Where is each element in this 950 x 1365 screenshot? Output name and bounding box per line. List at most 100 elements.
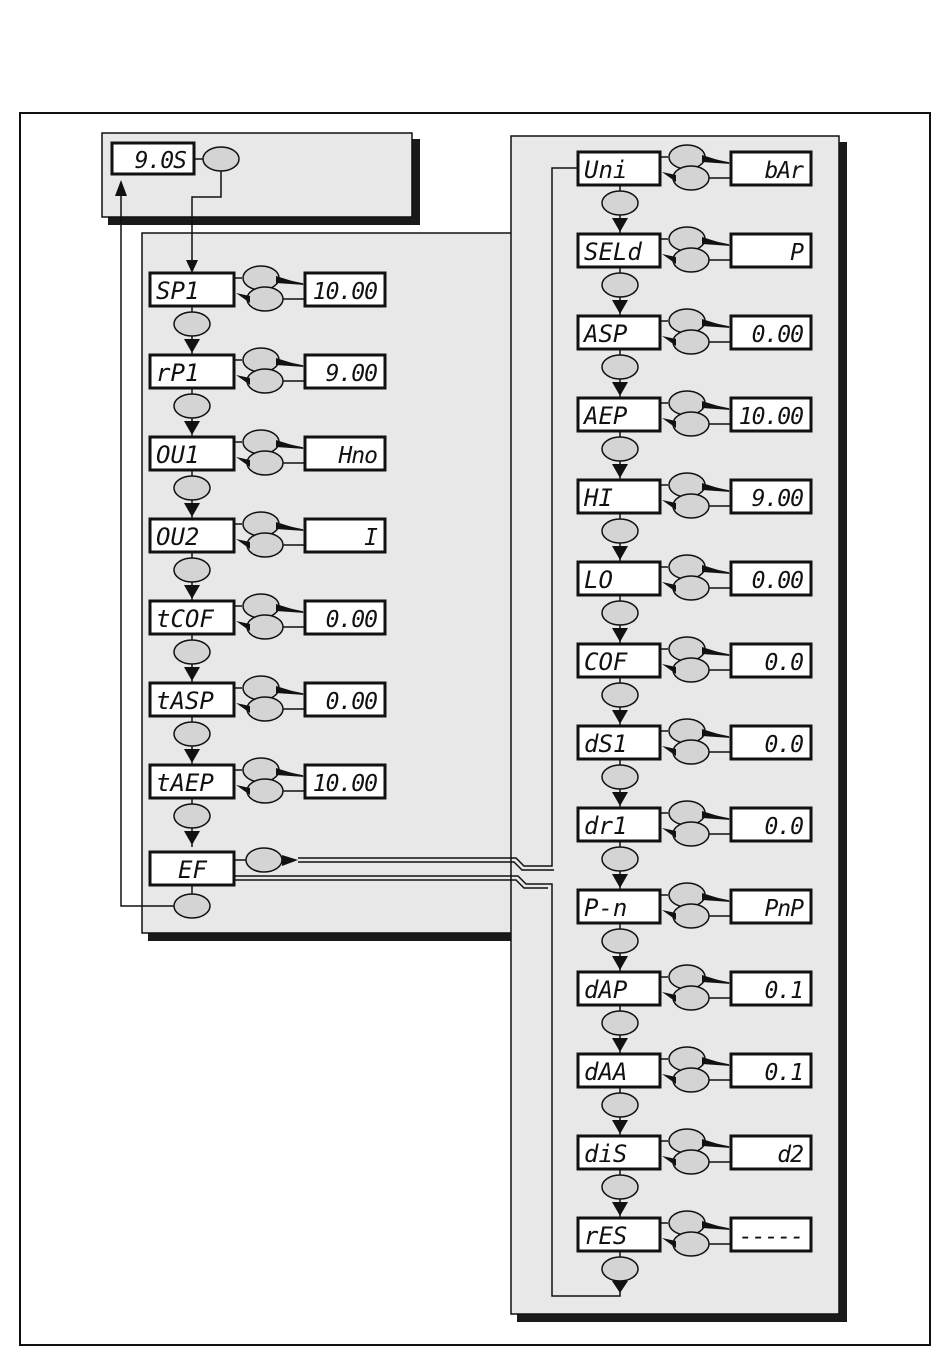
mode-button[interactable] [602,519,638,543]
set-button[interactable] [669,1047,705,1071]
set-button[interactable] [243,676,279,700]
parameter-code: tASP [156,687,214,715]
mode-button[interactable] [174,476,210,500]
set-button[interactable] [673,166,709,190]
set-button[interactable] [243,266,279,290]
parameter-value: bAr [764,158,804,184]
parameter-value: 10.00 [739,404,803,430]
parameter-code: ASP [582,320,628,348]
parameter-value: I [364,525,378,551]
set-button[interactable] [243,430,279,454]
parameter-code: dS1 [584,730,627,758]
set-button[interactable] [669,555,705,579]
mode-button[interactable] [602,355,638,379]
mode-button[interactable] [602,437,638,461]
set-button[interactable] [669,145,705,169]
set-button[interactable] [673,494,709,518]
set-button[interactable] [673,822,709,846]
mode-button[interactable] [602,929,638,953]
mode-button[interactable] [602,191,638,215]
set-button[interactable] [673,740,709,764]
parameter-value: 0.1 [764,978,803,1004]
set-button[interactable] [673,576,709,600]
mode-button[interactable] [174,894,210,918]
parameter-code: dAA [584,1058,627,1086]
set-button[interactable] [243,594,279,618]
mode-button[interactable] [174,722,210,746]
set-button[interactable] [673,1150,709,1174]
set-button[interactable] [247,533,283,557]
set-button[interactable] [243,348,279,372]
set-button[interactable] [673,904,709,928]
set-button[interactable] [673,330,709,354]
parameter-code: OU1 [156,441,199,469]
parameter-code: diS [584,1140,627,1168]
set-button[interactable] [669,801,705,825]
set-button[interactable] [673,986,709,1010]
parameter-value: 0.00 [326,607,378,633]
set-button[interactable] [243,512,279,536]
mode-button[interactable] [602,601,638,625]
mode-button[interactable] [602,1175,638,1199]
set-button[interactable] [247,779,283,803]
set-button[interactable] [247,369,283,393]
parameter-value: 0.1 [764,1060,803,1086]
set-button[interactable] [673,1068,709,1092]
parameter-value: PnP [764,896,804,922]
pushbutton-icon[interactable] [203,147,239,171]
parameter-code: EF [178,856,207,884]
mode-button[interactable] [174,640,210,664]
set-button[interactable] [669,1211,705,1235]
mode-button[interactable] [602,1011,638,1035]
mode-button[interactable] [602,273,638,297]
set-button[interactable] [247,615,283,639]
set-button[interactable] [669,637,705,661]
parameter-code: Uni [584,156,627,184]
home-display-text: 9.0S [135,148,187,174]
mode-button[interactable] [246,848,282,872]
set-button[interactable] [669,883,705,907]
set-button[interactable] [247,287,283,311]
set-button[interactable] [669,227,705,251]
mode-button[interactable] [174,558,210,582]
parameter-code: SELd [584,238,642,266]
parameter-value: 0.0 [764,814,803,840]
parameter-code: LO [584,566,613,594]
set-button[interactable] [673,1232,709,1256]
parameter-code: rES [584,1222,627,1250]
parameter-code: rP1 [156,359,199,387]
parameter-value: 9.00 [326,361,378,387]
set-button[interactable] [243,758,279,782]
parameter-value: 10.00 [313,279,377,305]
set-button[interactable] [247,697,283,721]
mode-button[interactable] [602,1093,638,1117]
parameter-value: 10.00 [313,771,377,797]
mode-button[interactable] [602,765,638,789]
parameter-code: dr1 [584,812,627,840]
parameter-code: SP1 [156,277,199,305]
set-button[interactable] [673,658,709,682]
mode-button[interactable] [174,804,210,828]
parameter-code: OU2 [156,523,199,551]
parameter-value: 0.00 [752,568,804,594]
set-button[interactable] [673,412,709,436]
set-button[interactable] [673,248,709,272]
mode-button[interactable] [602,847,638,871]
parameter-code: tAEP [156,769,214,797]
set-button[interactable] [669,1129,705,1153]
parameter-value: 0.00 [326,689,378,715]
set-button[interactable] [669,965,705,989]
set-button[interactable] [669,391,705,415]
mode-button[interactable] [174,312,210,336]
parameter-code: COF [584,648,628,676]
parameter-code: dAP [584,976,628,1004]
mode-button[interactable] [602,683,638,707]
parameter-value: d2 [777,1142,803,1168]
set-button[interactable] [669,719,705,743]
set-button[interactable] [669,309,705,333]
set-button[interactable] [669,473,705,497]
mode-button[interactable] [174,394,210,418]
set-button[interactable] [247,451,283,475]
mode-button[interactable] [602,1257,638,1281]
